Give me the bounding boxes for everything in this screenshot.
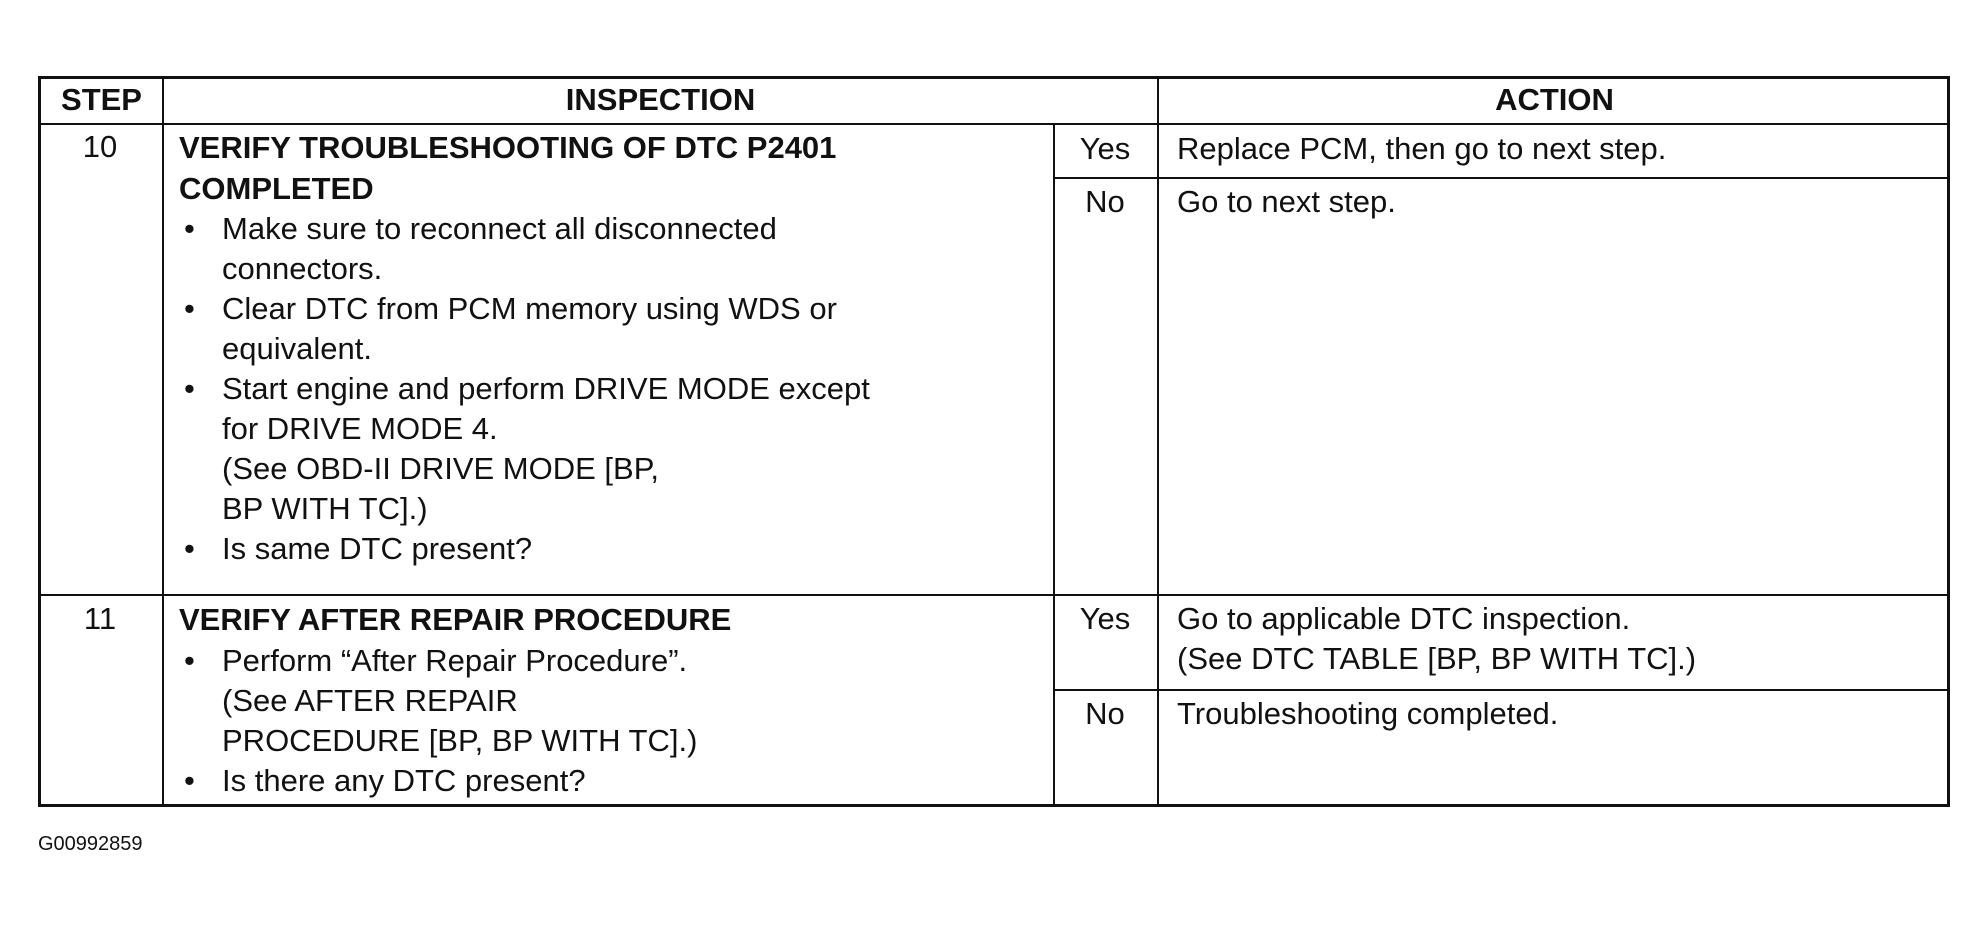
yes-label: Yes bbox=[1079, 601, 1131, 636]
table-grid bbox=[41, 79, 1947, 804]
inspection-step-line: (See AFTER REPAIR bbox=[222, 683, 518, 718]
inspection-step-line: Perform “After Repair Procedure”. bbox=[222, 643, 688, 678]
inspection-step-line: equivalent. bbox=[222, 331, 372, 366]
inspection-step: Perform “After Repair Procedure”. (See A… bbox=[164, 641, 697, 761]
inspection-step-line: PROCEDURE [BP, BP WITH TC].) bbox=[222, 723, 698, 758]
inspection-step: Make sure to reconnect all disconnected … bbox=[164, 209, 870, 289]
action-line: Troubleshooting completed. bbox=[1177, 696, 1559, 731]
yes-action: Replace PCM, then go to next step. bbox=[1177, 129, 1666, 169]
inspection-step-line: connectors. bbox=[222, 251, 383, 286]
inspection-title-line: VERIFY AFTER REPAIR PROCEDURE bbox=[179, 602, 732, 637]
header-step: STEP bbox=[61, 82, 142, 117]
header-inspection: INSPECTION bbox=[565, 82, 756, 117]
divider-yesno bbox=[1157, 79, 1159, 804]
action-line: Replace PCM, then go to next step. bbox=[1177, 131, 1667, 166]
inspection-steps: Make sure to reconnect all disconnected … bbox=[164, 209, 870, 569]
figure-id: G00992859 bbox=[38, 833, 143, 855]
inspection-title-line: COMPLETED bbox=[179, 171, 374, 206]
divider-row11-yes bbox=[1053, 689, 1947, 691]
yes-action: Go to applicable DTC inspection. (See DT… bbox=[1177, 599, 1696, 679]
inspection-title: VERIFY TROUBLESHOOTING OF DTC P2401 COMP… bbox=[179, 127, 836, 209]
inspection-step: Is there any DTC present? bbox=[164, 761, 697, 801]
header-action: ACTION bbox=[1495, 82, 1614, 117]
divider-row10-row11 bbox=[41, 594, 1947, 596]
inspection-step-line: for DRIVE MODE 4. bbox=[222, 411, 498, 446]
inspection-step-line: Make sure to reconnect all disconnected bbox=[222, 211, 777, 246]
inspection-step-line: Is same DTC present? bbox=[222, 531, 533, 566]
diagnostic-table: STEP INSPECTION ACTION 10 VERIFY TROUBLE… bbox=[38, 76, 1950, 807]
no-label: No bbox=[1085, 184, 1125, 219]
divider-header bbox=[41, 123, 1947, 125]
yes-label: Yes bbox=[1079, 131, 1131, 166]
no-label: No bbox=[1085, 696, 1125, 731]
action-line: Go to applicable DTC inspection. bbox=[1177, 601, 1631, 636]
inspection-step-line: Start engine and perform DRIVE MODE exce… bbox=[222, 371, 870, 406]
no-action: Go to next step. bbox=[1177, 182, 1396, 222]
inspection-step-line: BP WITH TC].) bbox=[222, 491, 428, 526]
inspection-title-line: VERIFY TROUBLESHOOTING OF DTC P2401 bbox=[179, 130, 837, 165]
divider-row10-yes bbox=[1053, 177, 1947, 179]
inspection-step: Is same DTC present? bbox=[164, 529, 870, 569]
inspection-step-line: Is there any DTC present? bbox=[222, 763, 586, 798]
no-action: Troubleshooting completed. bbox=[1177, 694, 1558, 734]
inspection-step-line: Clear DTC from PCM memory using WDS or bbox=[222, 291, 837, 326]
step-number: 10 bbox=[82, 129, 118, 164]
action-line: Go to next step. bbox=[1177, 184, 1396, 219]
step-number: 11 bbox=[83, 601, 117, 636]
divider-inspection bbox=[1053, 123, 1055, 804]
inspection-steps: Perform “After Repair Procedure”. (See A… bbox=[164, 641, 697, 801]
inspection-step: Clear DTC from PCM memory using WDS or e… bbox=[164, 289, 870, 369]
action-line: (See DTC TABLE [BP, BP WITH TC].) bbox=[1177, 641, 1697, 676]
inspection-step-line: (See OBD-II DRIVE MODE [BP, bbox=[222, 451, 659, 486]
inspection-step: Start engine and perform DRIVE MODE exce… bbox=[164, 369, 870, 529]
divider-step bbox=[162, 79, 164, 804]
inspection-title: VERIFY AFTER REPAIR PROCEDURE bbox=[179, 599, 731, 640]
